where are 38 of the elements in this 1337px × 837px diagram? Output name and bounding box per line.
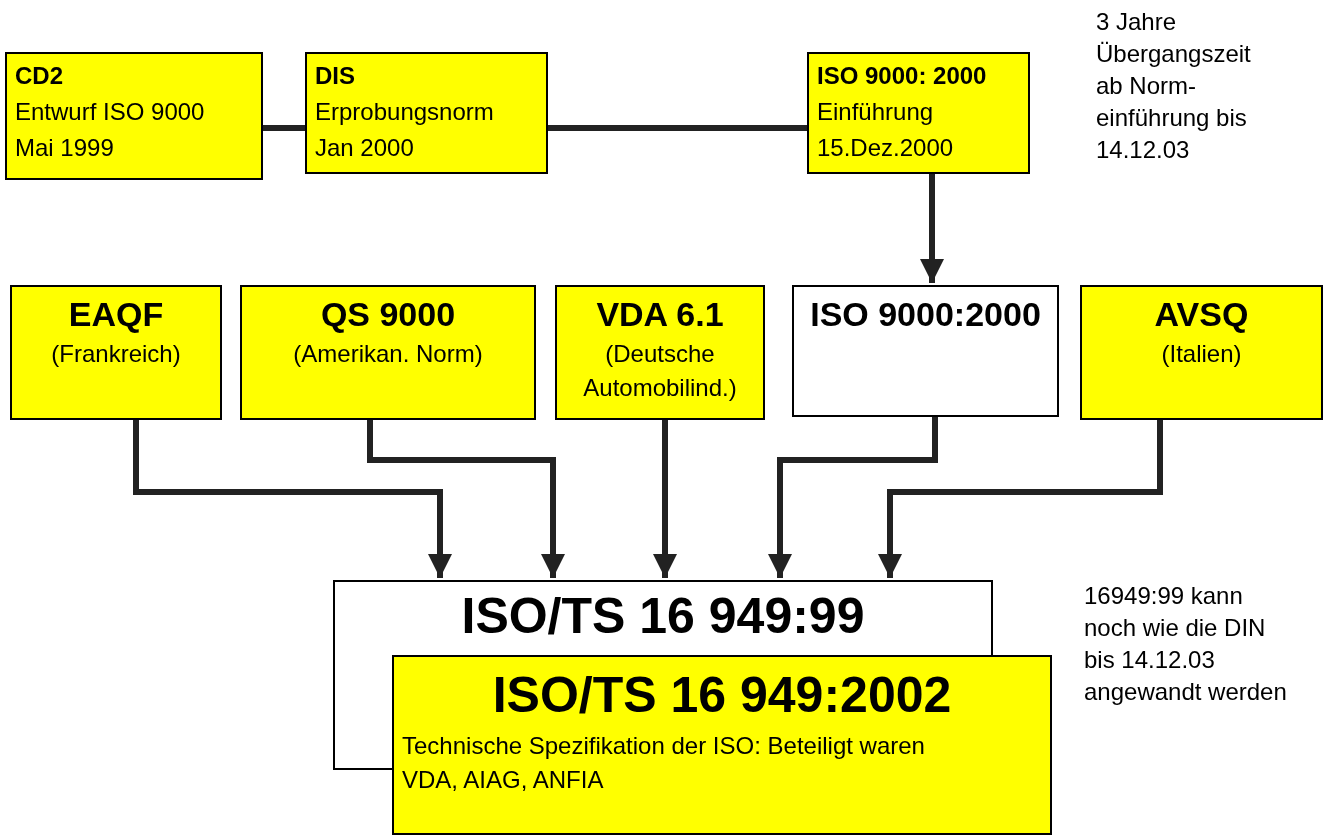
box-title: QS 9000	[320, 294, 456, 335]
process-box	[305, 52, 548, 174]
box-title: EAQF	[68, 294, 164, 335]
arrow	[653, 420, 677, 578]
box-title: VDA 6.1	[596, 294, 724, 335]
arrow	[768, 417, 938, 578]
connector-line	[548, 125, 807, 131]
box-title: AVSQ	[1154, 294, 1249, 335]
box-text: (Italien)	[1161, 339, 1242, 369]
note-text: 16949:99 kann noch wie die DIN bis 14.12.03 angewandt werden	[1084, 581, 1288, 707]
standard-box	[555, 285, 765, 420]
box-text: Technische Spezifikation der ISO: Beteiligt waren VDA, AIAG, ANFIA	[402, 731, 926, 795]
arrow	[878, 420, 1163, 578]
box-title: ISO/TS 16 949:99	[460, 587, 866, 646]
box-text: Erprobungsnorm Jan 2000	[315, 97, 495, 163]
standard-box	[240, 285, 536, 420]
box-title: ISO/TS 16 949:2002	[491, 666, 953, 725]
box-text: Einführung 15.Dez.2000	[817, 97, 955, 163]
standard-box	[10, 285, 222, 420]
box-text: (Amerikan. Norm)	[293, 339, 483, 369]
note-text: 3 Jahre Übergangszeit ab Norm- einführung bis 14.12.03	[1096, 7, 1252, 165]
process-box	[807, 52, 1030, 174]
box-text: (Deutsche Automobilind.)	[582, 339, 738, 403]
standard-box	[392, 655, 1052, 835]
arrow	[133, 420, 452, 578]
box-title: DIS	[315, 61, 356, 91]
standard-box	[1080, 285, 1323, 420]
standard-box	[333, 580, 993, 655]
arrow	[920, 174, 944, 283]
box-title: ISO 9000:2000	[810, 294, 1041, 335]
process-box	[5, 52, 263, 180]
connector-line	[263, 125, 305, 131]
standard-box	[792, 285, 1059, 417]
box-title: CD2	[15, 61, 64, 91]
box-title: ISO 9000: 2000	[817, 61, 988, 91]
box-text: Entwurf ISO 9000 Mai 1999	[15, 97, 206, 163]
arrow	[367, 420, 565, 578]
box-text: (Frankreich)	[51, 339, 181, 369]
